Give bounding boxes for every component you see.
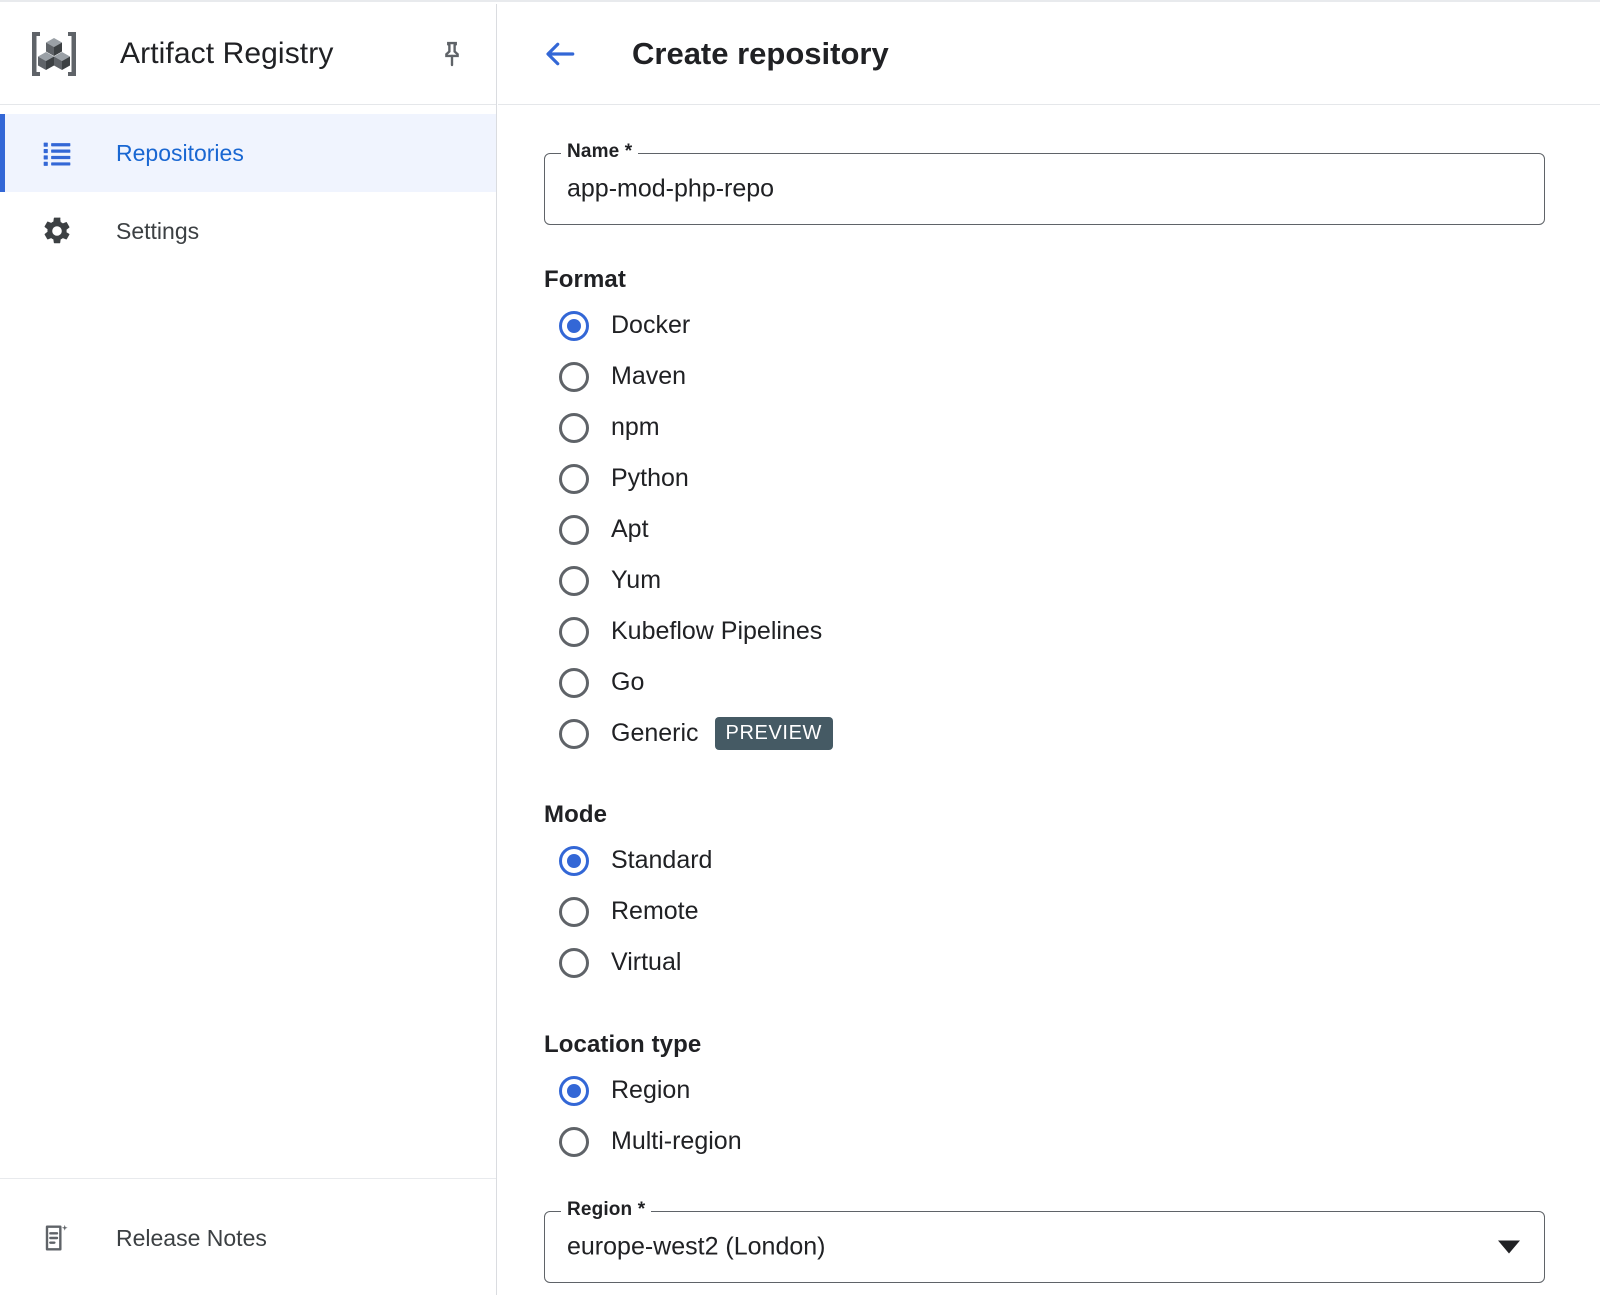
format-section: Format Docker Maven npm Python <box>544 266 1545 759</box>
back-arrow-icon[interactable] <box>538 32 582 76</box>
radio-icon[interactable] <box>559 412 589 443</box>
name-field[interactable]: Name * app-mod-php-repo <box>544 141 1545 225</box>
chevron-down-icon[interactable] <box>1498 1240 1520 1254</box>
format-option-generic[interactable]: Generic PREVIEW <box>544 708 1545 759</box>
radio-icon[interactable] <box>559 1126 589 1157</box>
create-repository-form: Name * app-mod-php-repo Format Docker Ma… <box>498 105 1600 1283</box>
region-section: Region * europe-west2 (London) <box>544 1199 1545 1283</box>
radio-icon[interactable] <box>559 310 589 341</box>
format-option-go[interactable]: Go <box>544 657 1545 708</box>
sidebar-item-label: Settings <box>116 217 200 244</box>
mode-heading: Mode <box>544 801 608 828</box>
format-option-label: Docker <box>611 311 691 339</box>
mode-option-label: Virtual <box>611 948 682 976</box>
mode-section: Mode Standard Remote Virtual <box>544 801 1545 988</box>
radio-icon[interactable] <box>559 616 589 647</box>
sidebar-item-repositories[interactable]: Repositories <box>0 114 496 192</box>
sidebar-header: Artifact Registry <box>0 4 496 105</box>
app-title: Artifact Registry <box>120 37 334 70</box>
release-notes-icon <box>40 1221 74 1255</box>
mode-option-remote[interactable]: Remote <box>544 886 1545 937</box>
radio-icon[interactable] <box>559 514 589 545</box>
location-type-heading: Location type <box>544 1031 702 1058</box>
sidebar-nav: Repositories Settings <box>0 105 496 270</box>
location-type-option-region[interactable]: Region <box>544 1065 1545 1116</box>
radio-icon[interactable] <box>559 463 589 494</box>
format-option-label: Generic <box>611 719 699 747</box>
sidebar-item-label: Repositories <box>116 139 244 166</box>
page-title: Create repository <box>632 36 889 71</box>
location-type-option-label: Multi-region <box>611 1127 742 1155</box>
radio-icon[interactable] <box>559 896 589 927</box>
gear-icon <box>40 214 74 248</box>
radio-icon[interactable] <box>559 667 589 698</box>
format-heading: Format <box>544 266 626 293</box>
region-select[interactable]: Region * europe-west2 (London) <box>544 1199 1545 1283</box>
radio-icon[interactable] <box>559 565 589 596</box>
format-option-label: Kubeflow Pipelines <box>611 617 823 645</box>
name-field-label: Name * <box>561 141 639 163</box>
artifact-registry-logo-icon <box>26 26 82 82</box>
mode-option-standard[interactable]: Standard <box>544 835 1545 886</box>
radio-icon[interactable] <box>559 718 589 749</box>
region-select-label: Region * <box>561 1199 652 1221</box>
radio-icon[interactable] <box>559 947 589 978</box>
location-type-option-label: Region <box>611 1076 691 1104</box>
sidebar-item-settings[interactable]: Settings <box>0 192 496 270</box>
main-content: Create repository Name * app-mod-php-rep… <box>498 4 1600 1295</box>
format-option-label: Apt <box>611 515 649 543</box>
release-notes-label: Release Notes <box>116 1224 267 1251</box>
format-option-kubeflow-pipelines[interactable]: Kubeflow Pipelines <box>544 606 1545 657</box>
mode-option-label: Standard <box>611 846 713 874</box>
format-option-docker[interactable]: Docker <box>544 300 1545 351</box>
format-option-yum[interactable]: Yum <box>544 555 1545 606</box>
mode-option-label: Remote <box>611 897 699 925</box>
format-option-python[interactable]: Python <box>544 453 1545 504</box>
list-icon <box>40 136 74 170</box>
format-option-label: Go <box>611 668 645 696</box>
format-option-npm[interactable]: npm <box>544 402 1545 453</box>
radio-icon[interactable] <box>559 361 589 392</box>
format-option-maven[interactable]: Maven <box>544 351 1545 402</box>
mode-option-virtual[interactable]: Virtual <box>544 937 1545 988</box>
location-type-option-multi-region[interactable]: Multi-region <box>544 1116 1545 1167</box>
radio-icon[interactable] <box>559 1075 589 1106</box>
region-select-value: europe-west2 (London) <box>567 1232 826 1261</box>
format-option-label: npm <box>611 413 660 441</box>
page-header: Create repository <box>498 4 1600 105</box>
format-option-label: Python <box>611 464 689 492</box>
format-option-apt[interactable]: Apt <box>544 504 1545 555</box>
format-option-label: Yum <box>611 566 662 594</box>
name-input[interactable]: app-mod-php-repo <box>567 174 775 203</box>
format-option-label: Maven <box>611 362 687 390</box>
location-type-section: Location type Region Multi-region <box>544 1031 1545 1167</box>
release-notes-link[interactable]: Release Notes <box>0 1178 496 1295</box>
sidebar: Artifact Registry <box>0 4 497 1295</box>
radio-icon[interactable] <box>559 845 589 876</box>
pin-icon[interactable] <box>432 34 472 74</box>
preview-badge: PREVIEW <box>714 717 833 750</box>
